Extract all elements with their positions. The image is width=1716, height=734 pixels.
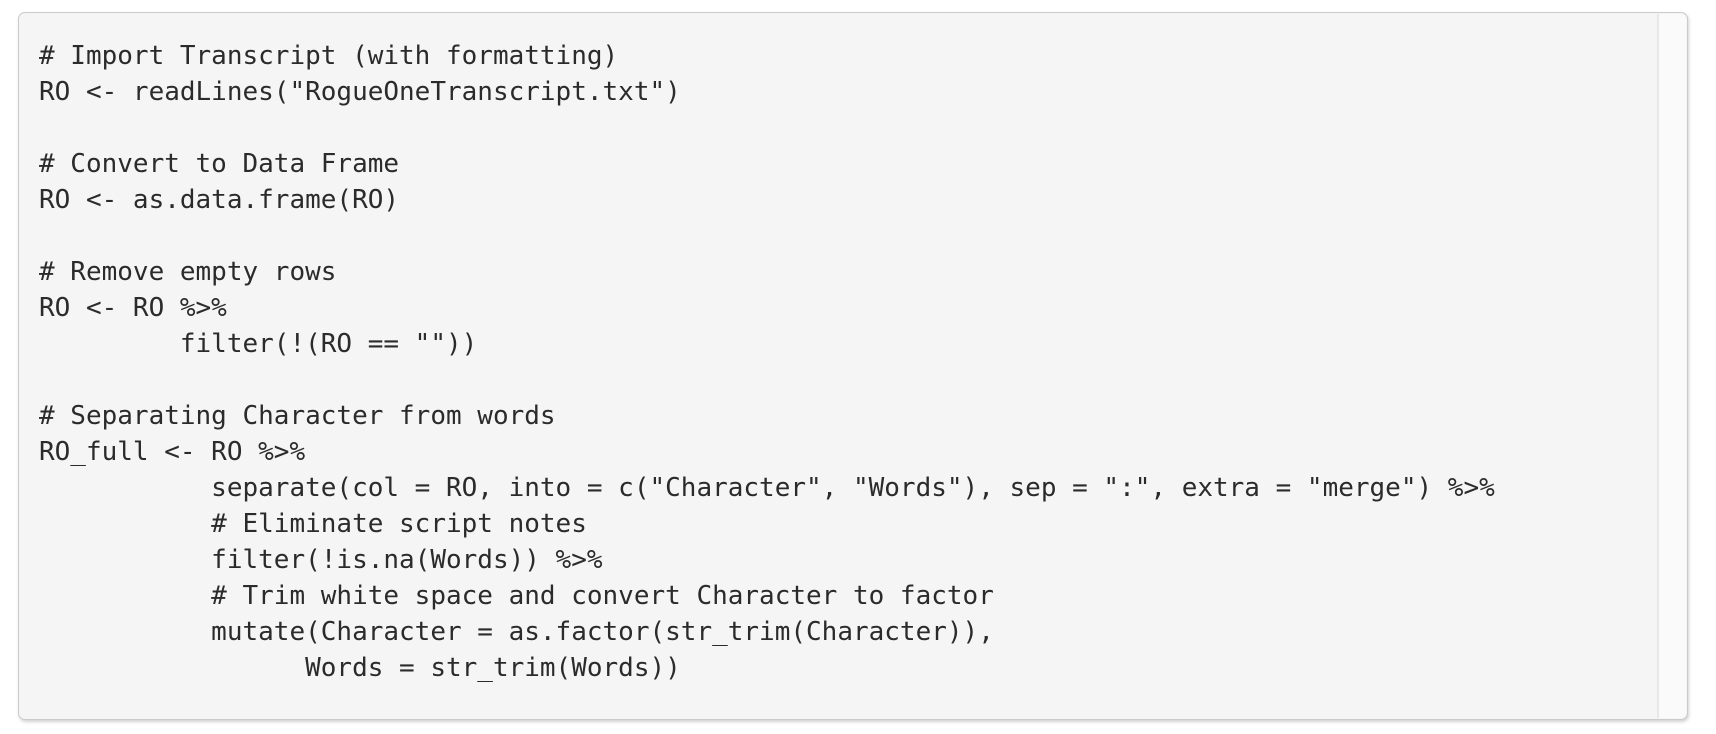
vertical-scrollbar-track[interactable] [1657, 14, 1686, 718]
code-block[interactable]: # Import Transcript (with formatting) RO… [39, 41, 1495, 683]
r-code-chunk: # Import Transcript (with formatting) RO… [18, 12, 1688, 720]
